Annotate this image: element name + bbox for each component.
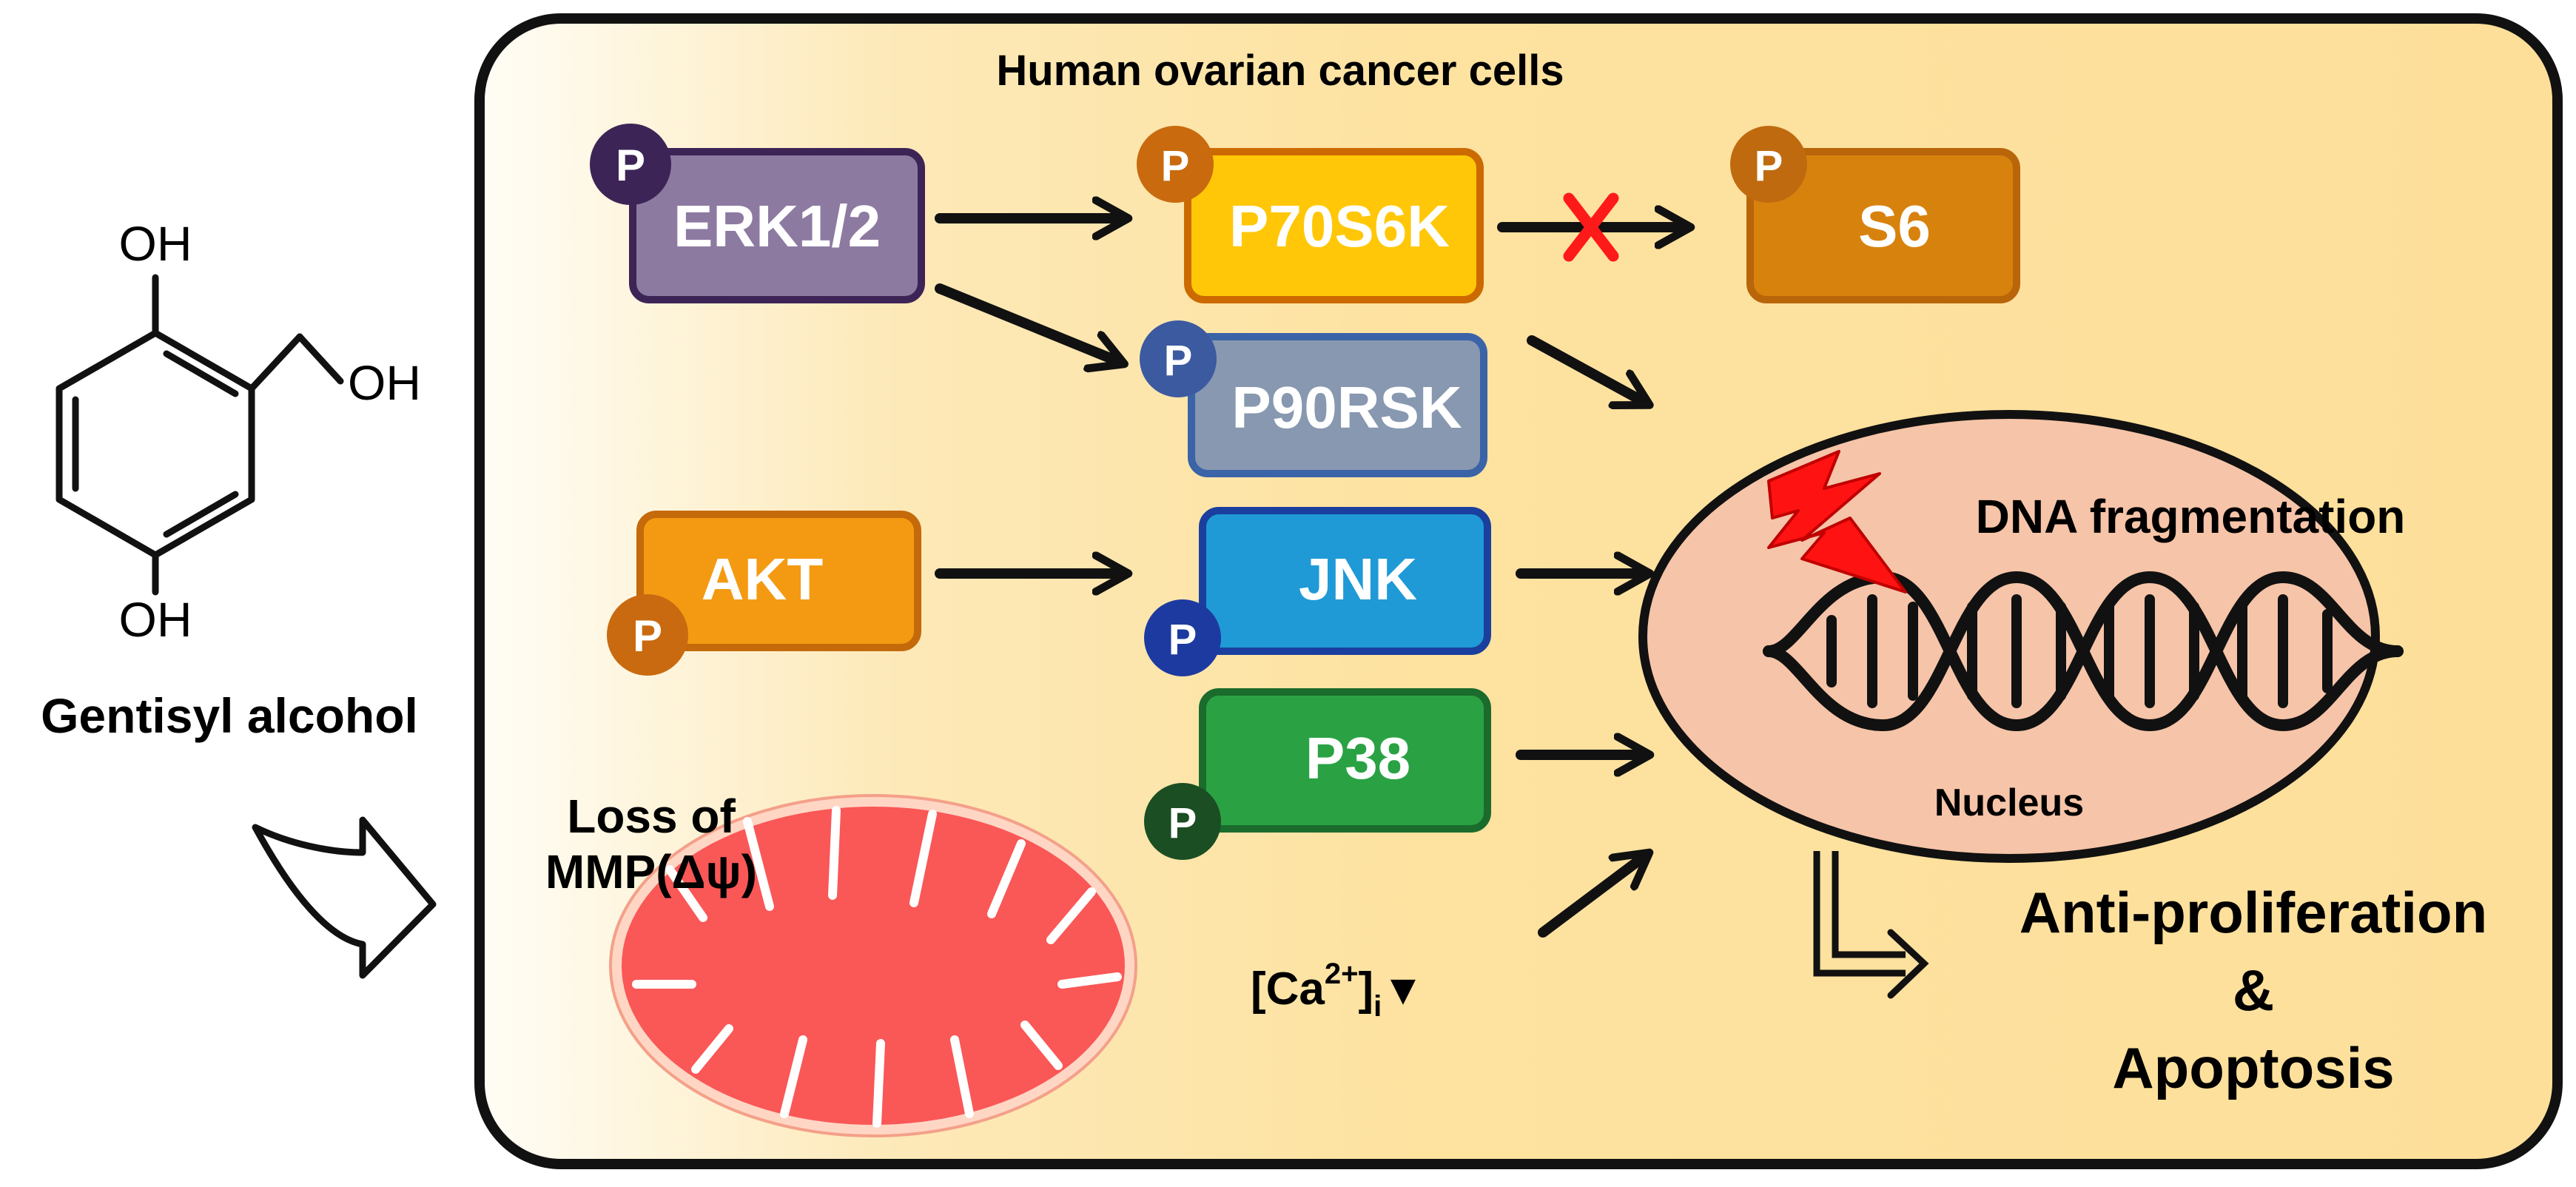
benzene-ring — [56, 329, 255, 559]
calcium-sub: i — [1373, 990, 1382, 1023]
mitochondrion-icon — [609, 794, 1137, 1137]
dna-fragmentation-label: DNA fragmentation — [1976, 490, 2406, 543]
bond-ch2 — [248, 333, 303, 392]
arrow-calcium-nucleus — [1538, 855, 1647, 938]
calcium-decrease-icon: ▼ — [1382, 966, 1424, 1014]
outcome-line2: & — [2233, 958, 2274, 1023]
lightning-icon — [1767, 450, 1907, 594]
calcium-close: ] — [1359, 964, 1374, 1015]
erk-node: ERK1/2 P — [590, 124, 925, 303]
compound-name: Gentisyl alcohol — [41, 688, 418, 743]
outcome-double-arrow-icon — [1813, 851, 1929, 999]
calcium-base: [Ca — [1251, 964, 1325, 1015]
oh-top-label: OH — [119, 216, 192, 271]
p90rsk-label: P90RSK — [1231, 374, 1462, 440]
akt-box — [636, 511, 921, 651]
p38-phospho-label: P — [1168, 799, 1197, 847]
p90rsk-phospho-label: P — [1164, 337, 1193, 385]
s6-node: S6 P — [1730, 126, 2020, 303]
inhibition-x-icon — [1563, 192, 1619, 262]
p90rsk-phospho-badge — [1140, 320, 1217, 397]
signaling-arrows — [935, 218, 1687, 938]
s6-phospho-label: P — [1755, 142, 1783, 190]
akt-label: AKT — [702, 546, 824, 612]
nucleus — [1638, 410, 2380, 863]
s6-box — [1746, 148, 2020, 303]
jnk-phospho-label: P — [1168, 616, 1197, 664]
s6-phospho-badge — [1730, 126, 1807, 203]
p38-label: P38 — [1305, 725, 1410, 791]
outcome-line1: Anti-proliferation — [2020, 880, 2488, 945]
erk-label: ERK1/2 — [673, 193, 881, 259]
akt-phospho-badge — [607, 594, 688, 676]
p90rsk-node: P90RSK P — [1140, 320, 1487, 477]
arrow-p90rsk-nucleus — [1527, 335, 1647, 403]
oh-side-label: OH — [348, 355, 421, 410]
arrow-erk-p90rsk — [935, 283, 1121, 363]
mmp-loss-line2: MMP(Δψ) — [545, 845, 757, 898]
erk-phospho-badge — [590, 124, 671, 205]
s6-label: S6 — [1858, 193, 1931, 259]
p70s6k-box — [1184, 148, 1484, 303]
p70s6k-label: P70S6K — [1229, 193, 1450, 259]
oh-bottom-label: OH — [119, 592, 192, 647]
calcium-label: [Ca2+]i▼ — [1251, 958, 1425, 1023]
outcome-line3: Apoptosis — [2112, 1035, 2394, 1100]
p70s6k-node: P70S6K P — [1137, 126, 1484, 303]
mmp-loss-line1: Loss of — [567, 790, 736, 843]
erk-box — [629, 148, 925, 303]
gentisyl-alcohol-structure — [56, 274, 344, 596]
p70s6k-phospho-badge — [1137, 126, 1214, 203]
jnk-box — [1199, 507, 1491, 655]
jnk-phospho-badge — [1144, 599, 1221, 676]
p38-box — [1199, 688, 1491, 833]
akt-node: AKT P — [607, 511, 921, 676]
calcium-charge: 2+ — [1325, 958, 1359, 990]
akt-phospho-label: P — [633, 611, 662, 661]
double-bond-bottom-right — [163, 491, 239, 538]
jnk-node: JNK P — [1144, 507, 1491, 676]
jnk-label: JNK — [1299, 546, 1417, 612]
mitochondrion-cristae — [632, 806, 1122, 1128]
cell-title: Human ovarian cancer cells — [996, 47, 1564, 95]
p38-phospho-badge — [1144, 783, 1221, 860]
bond-ch2-oh — [296, 333, 344, 385]
double-bond-top-right — [163, 350, 239, 397]
p90rsk-box — [1188, 333, 1487, 477]
nucleus-label: Nucleus — [1934, 781, 2084, 824]
treatment-arrow-icon — [252, 816, 437, 979]
p38-node: P38 P — [1144, 688, 1491, 860]
p70s6k-phospho-label: P — [1161, 142, 1190, 190]
erk-phospho-label: P — [616, 141, 645, 190]
